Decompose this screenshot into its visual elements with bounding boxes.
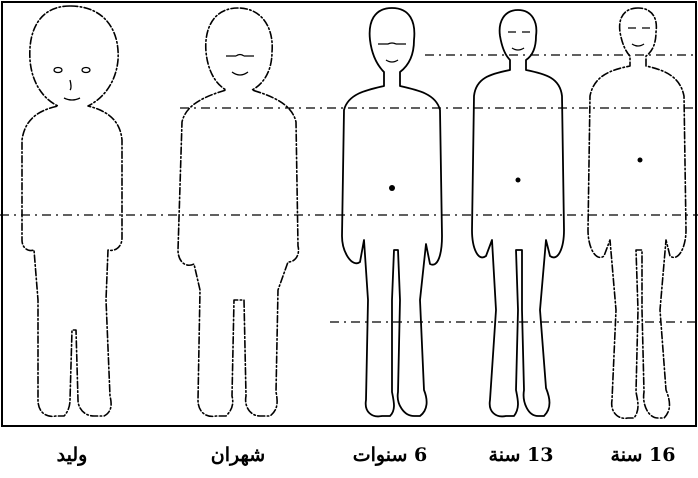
label-infant: شهران [188, 440, 288, 470]
child-6-figure [342, 8, 442, 416]
label-age-16: 16 سنة [588, 440, 698, 470]
label-age-13: 13 سنة [466, 440, 576, 470]
teen-13-figure [472, 10, 564, 416]
newborn-figure [22, 6, 122, 416]
figure-frame [2, 2, 696, 426]
infant-figure [178, 8, 299, 416]
label-age-6: 6 سنوات [330, 440, 450, 470]
proportion-guides [0, 55, 698, 322]
teen-16-figure [588, 8, 686, 418]
label-newborn: وليد [24, 440, 120, 470]
